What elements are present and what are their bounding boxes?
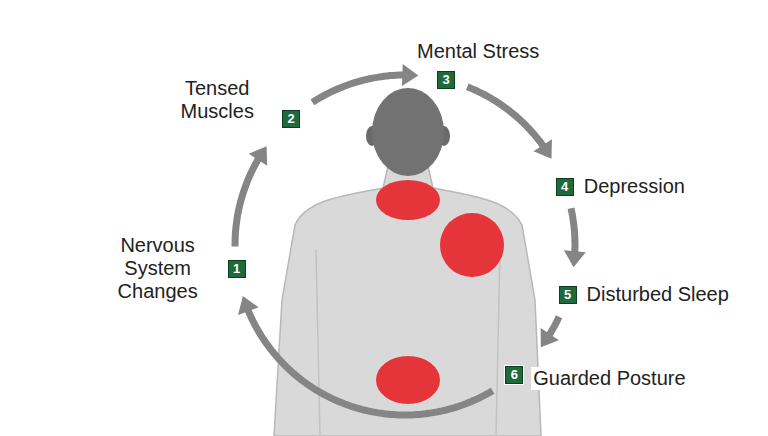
arrow-head (249, 146, 267, 165)
cycle-arrow (467, 87, 552, 159)
arrow-line (571, 208, 575, 254)
arrow-line (235, 157, 260, 247)
step-label: Tensed Muscles (160, 77, 274, 123)
callout-number: 2 (282, 110, 300, 128)
arrow-head (534, 139, 552, 158)
arrow-head (541, 328, 559, 347)
step-node: 5Disturbed Sleep (559, 286, 577, 304)
callout-number: 5 (559, 286, 577, 304)
pain-spot (440, 213, 504, 277)
callout-number: 3 (437, 71, 455, 89)
arrow-head (238, 296, 259, 315)
pain-spot (376, 356, 440, 404)
cycle-arrow (564, 208, 586, 267)
step-node: 6Guarded Posture (505, 366, 523, 384)
arrow-head (564, 250, 586, 267)
step-node: 4Depression (556, 178, 574, 196)
arrow-line (247, 308, 492, 415)
step-label: Depression (582, 175, 687, 198)
step-label: Disturbed Sleep (585, 283, 731, 306)
callout-number: 6 (505, 366, 523, 384)
cycle-arrow (238, 296, 493, 415)
step-node: 3Mental Stress (437, 71, 455, 89)
arm-line (316, 250, 500, 436)
arrow-head (402, 64, 418, 86)
step-node: 1Nervous System Changes (228, 260, 246, 278)
cycle-arrow (312, 64, 418, 102)
step-label: Guarded Posture (531, 367, 687, 390)
cycle-arrow (541, 317, 559, 348)
callout-number: 4 (556, 178, 574, 196)
torso (274, 166, 541, 436)
callout-number: 1 (228, 260, 246, 278)
step-label: Mental Stress (415, 40, 541, 63)
arrow-line (312, 75, 405, 102)
arrow-line (467, 87, 544, 148)
cycle-arrow (235, 146, 267, 246)
head (372, 88, 444, 176)
step-node: 2Tensed Muscles (282, 110, 300, 128)
pain-spot (376, 180, 440, 220)
step-label: Nervous System Changes (96, 234, 220, 303)
arrow-line (548, 317, 559, 337)
